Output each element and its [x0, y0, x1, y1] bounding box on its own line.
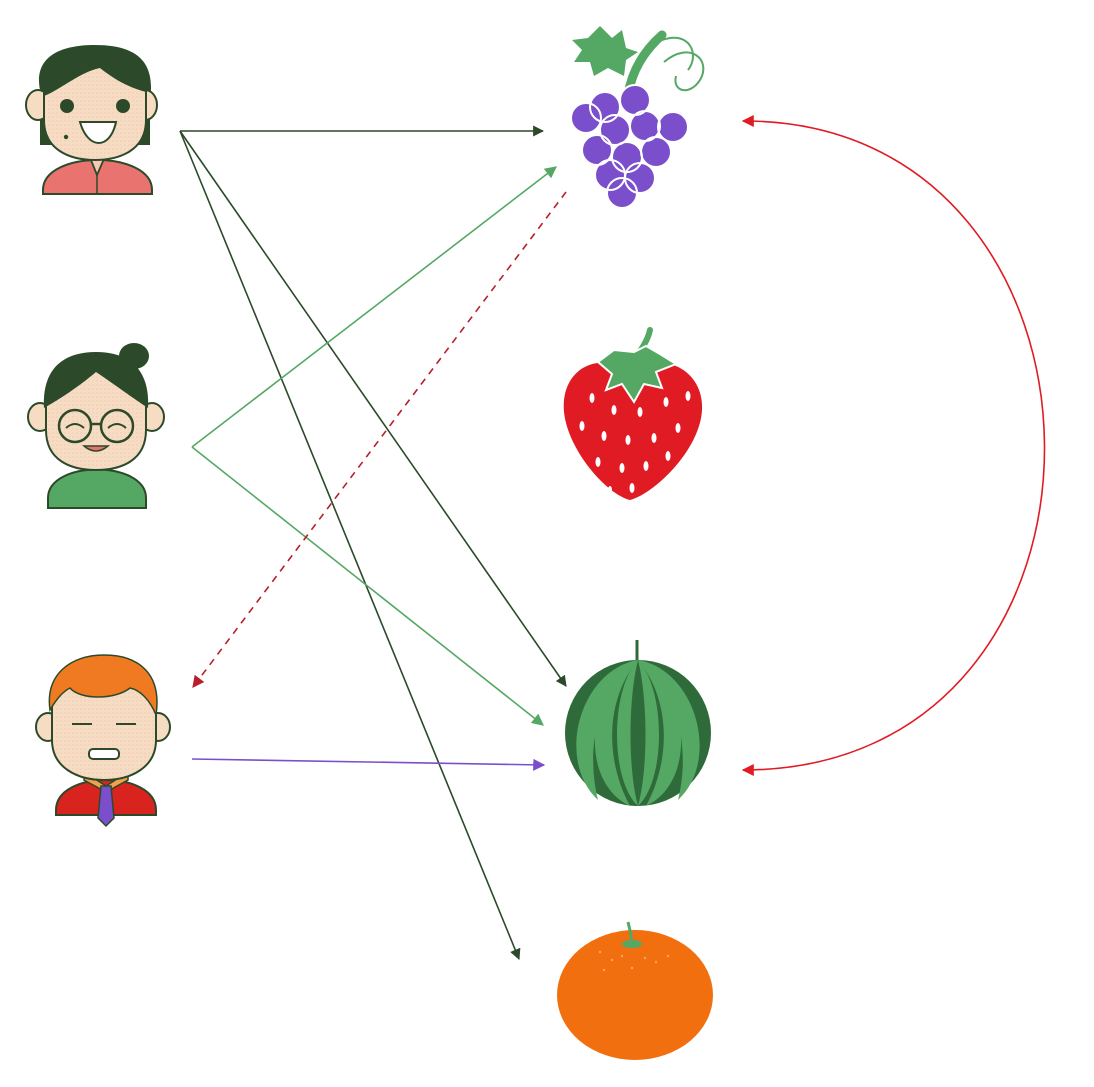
woman-avatar-icon	[25, 45, 158, 195]
man-with-tie-avatar-icon	[35, 654, 171, 828]
edge-glasses-person-to-watermelon	[191, 446, 544, 726]
edge-man-to-watermelon	[191, 758, 546, 771]
orange-icon	[557, 921, 713, 1060]
edge-glasses-person-to-grapes	[191, 166, 557, 448]
edge-woman-to-watermelon	[179, 130, 567, 687]
strawberry-icon	[563, 327, 703, 500]
edge-woman-to-orange	[179, 130, 521, 961]
edge-grapes-to-man-dashed	[192, 191, 567, 688]
grapes-icon	[570, 26, 705, 209]
edge-grapes-watermelon-arc	[741, 114, 1046, 776]
edges	[179, 114, 1046, 961]
watermelon-icon	[565, 640, 711, 806]
person-with-glasses-avatar-icon	[27, 343, 165, 509]
